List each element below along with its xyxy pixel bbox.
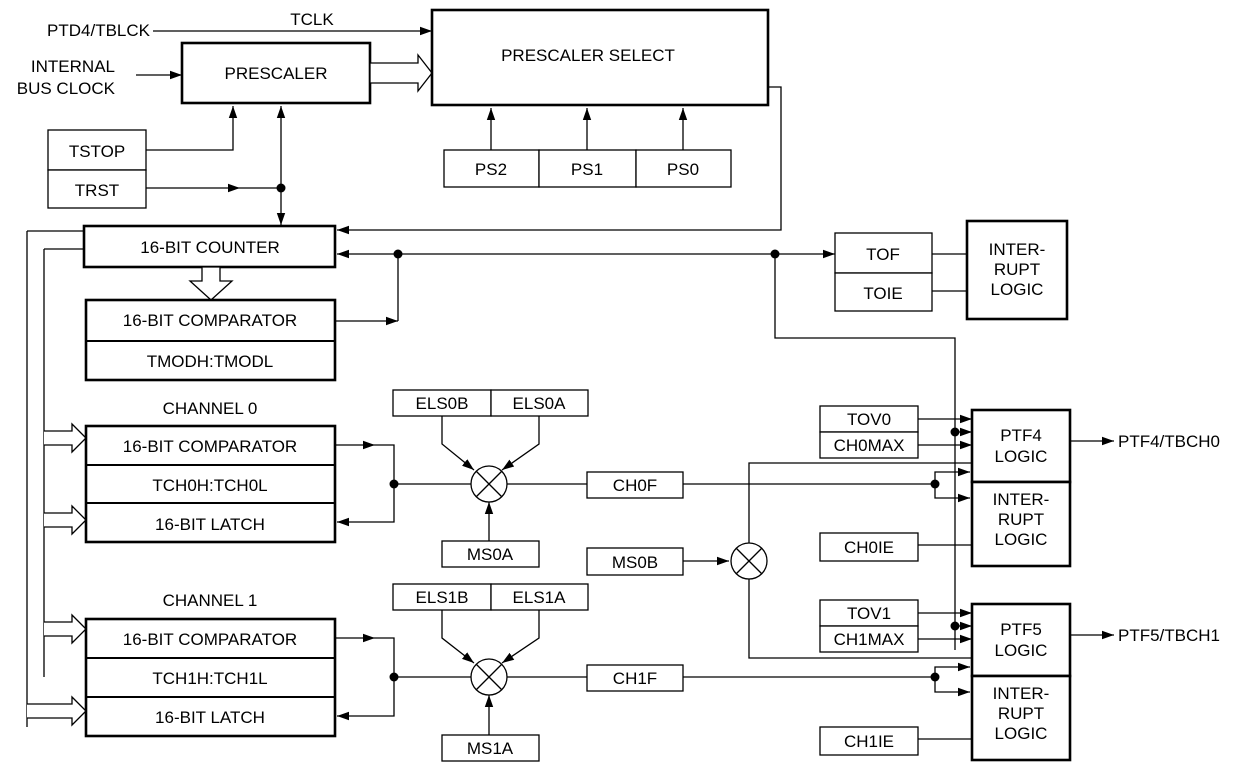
ptf4-logic-line-1: PTF4 [1000,426,1042,445]
ms0a-box [441,540,540,568]
ptf5-logic-line-1: PTF5 [1000,620,1042,639]
tclk-label: TCLK [290,10,334,29]
ptf4-logic-line-2: LOGIC [995,447,1048,466]
internal-bus-clock-label-1: INTERNAL [31,57,115,76]
ch0max-box [819,431,919,459]
tof-label: TOF [866,245,900,264]
ps1-box [538,149,637,188]
ch1-interrupt-logic-block [970,674,1072,762]
ch1-interrupt-line-3: LOGIC [995,724,1048,743]
ch0-interrupt-line-3: LOGIC [995,530,1048,549]
ms0b-label: MS0B [612,553,658,572]
tstop-label: TSTOP [69,142,125,161]
els0a-box [490,389,589,417]
trst-label: TRST [75,181,119,200]
ch0-interrupt-line-2: RUPT [998,510,1044,529]
counter-label: 16-BIT COUNTER [140,238,280,257]
ch1-register-label: TCH1H:TCH1L [152,669,267,688]
ch1max-label: CH1MAX [834,630,905,649]
prescaler-select-block [430,8,770,107]
ch0-comparator-label: 16-BIT COMPARATOR [123,437,297,456]
ch1max-box [819,625,919,653]
toie-box [834,272,933,312]
overflow-interrupt-line-2: RUPT [994,260,1040,279]
tov1-label: TOV1 [847,604,891,623]
ms1a-label: MS1A [467,739,514,758]
ms1a-box [441,734,540,762]
prescaler-label: PRESCALER [225,64,328,83]
ch0ie-box [819,532,919,562]
ch0-comparator-bus-arrow [44,422,87,454]
ch0-latch-bus-arrow [44,504,87,536]
ch0f-label: CH0F [613,476,657,495]
overflow-interrupt-line-1: INTER- [989,240,1046,259]
ptf5-output-label: PTF5/TBCH1 [1118,626,1220,645]
ms0a-label: MS0A [467,545,514,564]
prescaler-select-label: PRESCALER SELECT [501,46,675,65]
ch1f-box [586,664,684,692]
prescaler-bus-arrow [369,53,433,93]
trst-box [47,169,147,209]
ch1-comparator-bus-arrow [44,613,87,645]
ch1-register-block [84,617,337,738]
ch0f-box [586,471,684,499]
els1a-label: ELS1A [513,588,567,607]
tof-box [834,232,933,274]
ch0-register-block [84,424,337,544]
ch1f-label: CH1F [613,669,657,688]
modulo-comparator-label: 16-BIT COMPARATOR [123,311,297,330]
channel0-title: CHANNEL 0 [163,399,258,418]
overflow-interrupt-line-3: LOGIC [991,280,1044,299]
ch1-comparator-label: 16-BIT COMPARATOR [123,630,297,649]
ps2-label: PS2 [475,160,507,179]
ch0-interrupt-line-1: INTER- [993,490,1050,509]
internal-bus-clock-label-2: BUS CLOCK [17,79,116,98]
ps1-label: PS1 [571,160,603,179]
channel1-title: CHANNEL 1 [163,591,258,610]
counter-bus-arrow [188,266,234,301]
ch0-register-label: TCH0H:TCH0L [152,476,267,495]
ps2-box [443,149,540,188]
prescaler-output-wire [337,86,782,235]
ch0ie-label: CH0IE [844,538,894,557]
tmod-label: TMODH:TMODL [147,352,274,371]
ch1-latch-bus-arrow [27,695,87,727]
ch1-interrupt-line-2: RUPT [998,704,1044,723]
els0a-label: ELS0A [513,394,567,413]
ch1-latch-label: 16-BIT LATCH [155,708,265,727]
ch1-interrupt-line-1: INTER- [993,684,1050,703]
ptd4-label: PTD4/TBLCK [47,21,151,40]
els0b-box [392,389,492,417]
ch1ie-label: CH1IE [844,732,894,751]
els1b-box [392,583,492,611]
toie-label: TOIE [863,284,902,303]
els0b-label: ELS0B [416,394,469,413]
ch0-interrupt-logic-block [970,480,1072,568]
ch0-latch-label: 16-BIT LATCH [155,515,265,534]
ptf4-output-label: PTF4/TBCH0 [1118,432,1220,451]
tov0-label: TOV0 [847,410,891,429]
ch1ie-box [819,726,919,756]
ch0max-label: CH0MAX [834,436,905,455]
tstop-wire [146,106,238,151]
tstop-box [47,129,147,171]
els1b-label: ELS1B [416,588,469,607]
ptf5-logic-block [970,602,1072,678]
ptf4-logic-block [970,408,1072,484]
ptf5-logic-line-2: LOGIC [995,641,1048,660]
ps0-label: PS0 [667,160,699,179]
tov1-box [819,599,919,627]
overflow-interrupt-logic-block [965,219,1069,321]
